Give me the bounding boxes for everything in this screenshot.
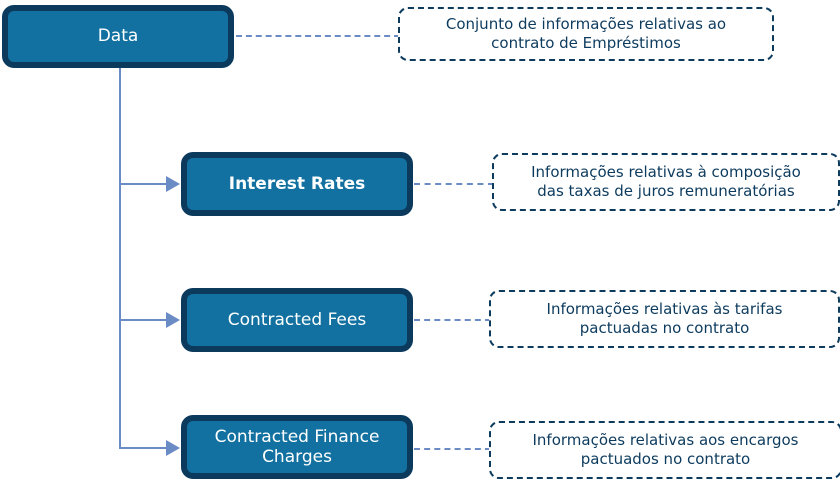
node-contracted-fees-label: Contracted Fees (227, 309, 367, 330)
note-connector-line-2 (414, 319, 491, 321)
arrowhead-icon-3 (166, 440, 180, 456)
note-interest-rates: Informações relativas à composição das t… (492, 153, 840, 211)
note-contracted-finance-charges: Informações relativas aos encargos pactu… (489, 421, 840, 479)
note-data-label: Conjunto de informações relativas ao con… (445, 15, 727, 52)
node-contracted-finance-charges[interactable]: Contracted Finance Charges (181, 415, 413, 479)
note-contracted-finance-charges-label: Informações relativas aos encargos pactu… (532, 431, 799, 468)
note-connector-line-1 (414, 183, 494, 185)
arrowhead-icon-2 (166, 312, 180, 328)
node-data[interactable]: Data (2, 5, 234, 68)
node-interest-rates-label: Interest Rates (228, 173, 366, 194)
tree-branch-line-3 (120, 447, 168, 449)
tree-branch-line-1 (120, 183, 168, 185)
note-contracted-fees-label: Informações relativas às tarifas pactuad… (546, 300, 783, 337)
note-interest-rates-label: Informações relativas à composição das t… (531, 163, 801, 200)
node-contracted-finance-charges-label: Contracted Finance Charges (214, 426, 380, 467)
note-connector-line-3 (414, 448, 491, 450)
tree-branch-line-2 (120, 319, 168, 321)
node-contracted-fees[interactable]: Contracted Fees (181, 288, 413, 352)
arrowhead-icon-1 (166, 176, 180, 192)
note-contracted-fees: Informações relativas às tarifas pactuad… (489, 290, 840, 348)
node-data-label: Data (97, 26, 139, 47)
note-connector-line-root (236, 35, 400, 37)
note-data: Conjunto de informações relativas ao con… (398, 7, 774, 61)
tree-trunk-line (119, 67, 121, 449)
node-interest-rates[interactable]: Interest Rates (181, 152, 413, 216)
